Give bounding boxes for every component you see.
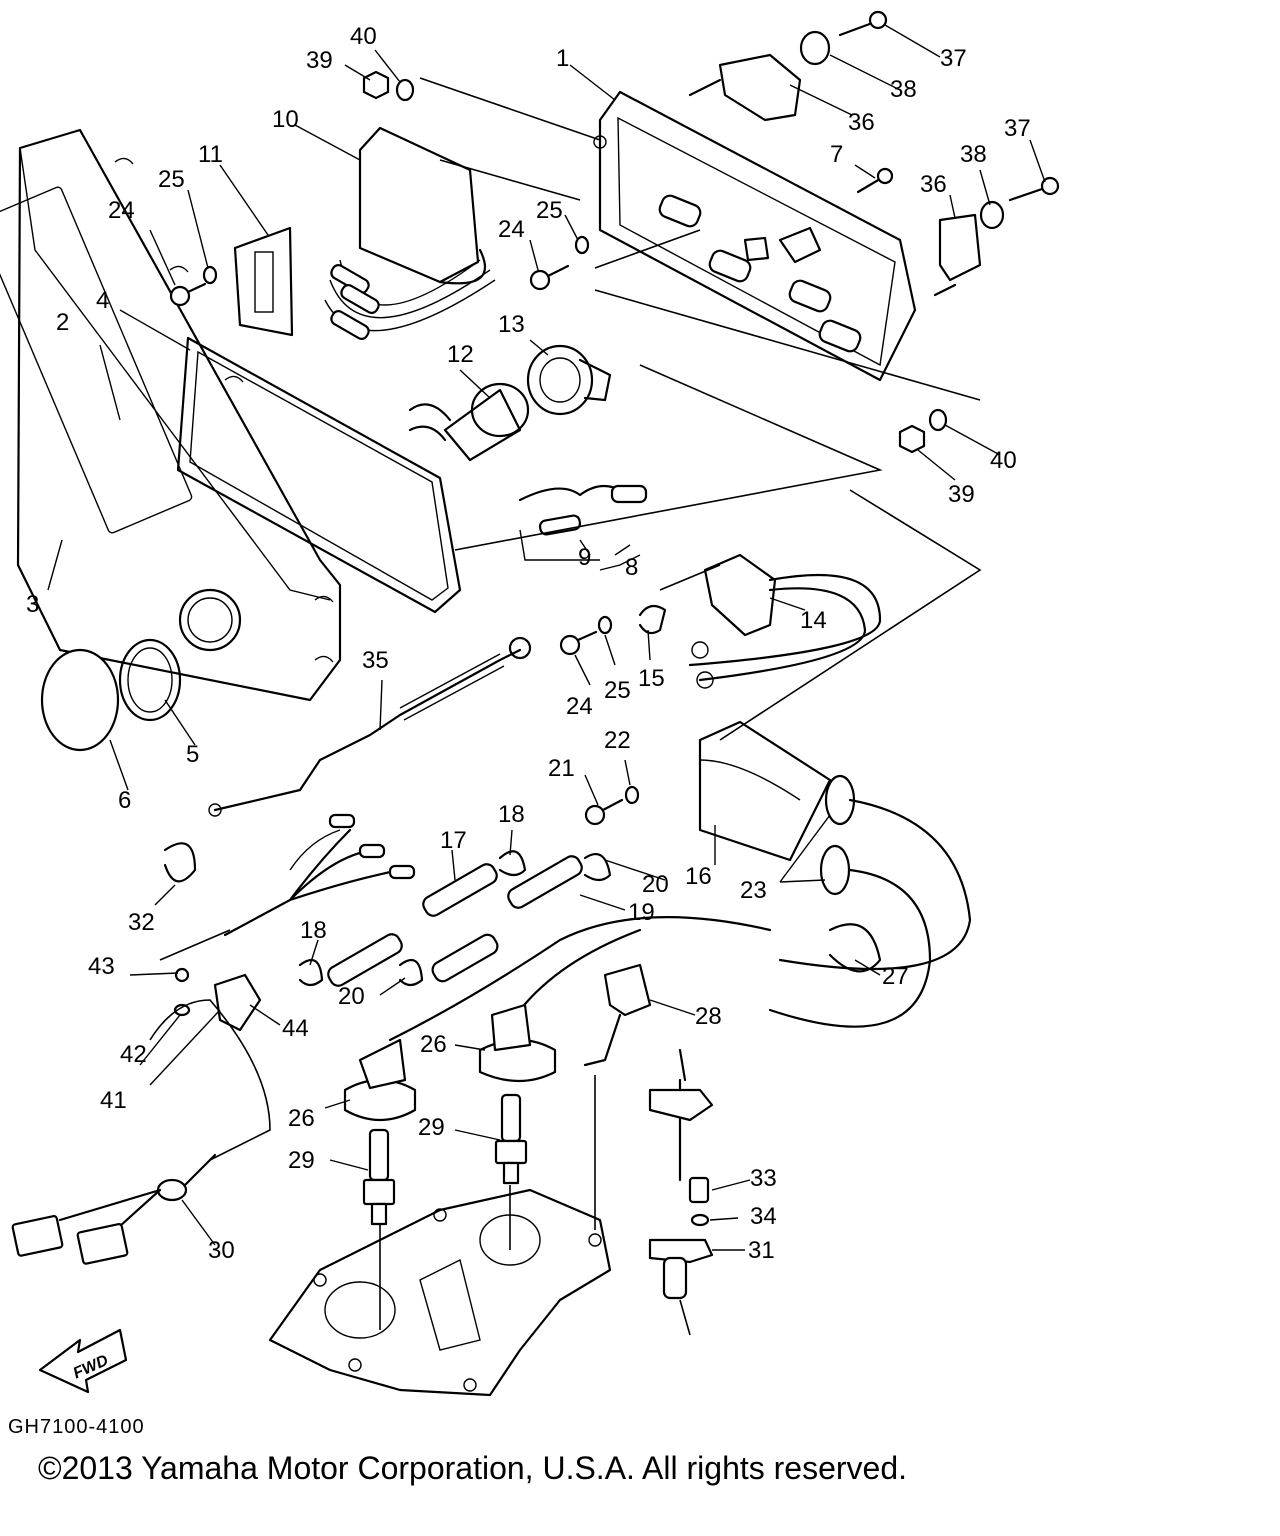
callout-24c: 24	[566, 693, 593, 720]
callout-40b: 40	[990, 447, 1017, 474]
callout-5: 5	[186, 741, 199, 768]
callout-39a: 39	[306, 47, 333, 74]
cover-gasket	[176, 336, 462, 614]
reference-lines	[149, 77, 982, 1336]
callout-38b: 38	[960, 141, 987, 168]
spark-plugs	[362, 1093, 528, 1226]
callout-40a: 40	[350, 23, 377, 50]
sensor-assembly	[648, 1048, 714, 1300]
callout-31: 31	[748, 1237, 775, 1264]
callout-numbers: 1 2 3 4 5 6 7 8 9 10 11 12 13 14 15 16 1…	[26, 23, 1031, 1264]
callout-14: 14	[800, 607, 827, 634]
callout-18b: 18	[300, 917, 327, 944]
callout-11: 11	[198, 141, 223, 168]
electrical-box-cover	[0, 128, 342, 702]
callout-17: 17	[440, 827, 467, 854]
callout-8: 8	[625, 554, 638, 581]
callout-21: 21	[548, 755, 575, 782]
plug-caps	[343, 916, 772, 1121]
callout-41: 41	[100, 1087, 127, 1114]
relay-12	[408, 382, 530, 462]
callout-1: 1	[556, 45, 569, 72]
callout-16: 16	[685, 863, 712, 890]
callout-6: 6	[118, 787, 131, 814]
callout-leaders	[47, 24, 1046, 1251]
relay-13	[526, 344, 612, 416]
rectifier-regulator	[324, 126, 496, 340]
fuse-holder	[518, 484, 648, 561]
callout-38a: 38	[890, 76, 917, 103]
callout-32: 32	[128, 909, 155, 936]
callout-25a: 25	[158, 166, 185, 193]
callout-22: 22	[604, 727, 631, 754]
callout-24b: 24	[498, 216, 525, 243]
callout-33: 33	[750, 1165, 777, 1192]
callout-2: 2	[56, 309, 69, 336]
callout-35: 35	[362, 647, 389, 674]
callout-42: 42	[120, 1041, 147, 1068]
engine-head	[268, 1188, 612, 1397]
callout-10: 10	[272, 106, 299, 133]
callout-25c: 25	[604, 677, 631, 704]
callout-29a: 29	[288, 1147, 315, 1174]
cap-and-oring	[40, 638, 182, 752]
ignition-coil	[698, 720, 972, 1028]
bracket-28	[583, 963, 652, 1067]
callout-28: 28	[695, 1003, 722, 1030]
forward-arrow-icon: FWD	[38, 1328, 128, 1394]
callout-25b: 25	[536, 197, 563, 224]
callout-43: 43	[88, 953, 115, 980]
callout-7: 7	[830, 141, 843, 168]
callout-37b: 37	[1004, 115, 1031, 142]
callout-20b: 20	[338, 983, 365, 1010]
callout-15: 15	[638, 665, 665, 692]
hoses-and-clamps	[163, 842, 882, 987]
callout-34: 34	[750, 1203, 777, 1230]
wire-harness-left	[223, 813, 416, 937]
callout-26a: 26	[420, 1031, 447, 1058]
callout-20: 20	[642, 871, 669, 898]
callout-37a: 37	[940, 45, 967, 72]
callout-9: 9	[578, 544, 591, 571]
sensor-lead	[11, 1153, 217, 1265]
callout-29b: 29	[418, 1114, 445, 1141]
callout-30: 30	[208, 1237, 235, 1264]
callout-36b: 36	[920, 171, 947, 198]
callout-23: 23	[740, 877, 767, 904]
callout-36a: 36	[848, 109, 875, 136]
electrical-box-base	[593, 90, 917, 382]
callout-4: 4	[96, 287, 109, 314]
clamp-15	[638, 604, 667, 635]
bracket-plate	[233, 226, 294, 337]
cable	[208, 636, 532, 817]
callout-18: 18	[498, 801, 525, 828]
callout-39b: 39	[948, 481, 975, 508]
callout-19: 19	[628, 899, 655, 926]
drawing-code: GH7100-4100	[8, 1416, 145, 1438]
callout-3: 3	[26, 591, 39, 618]
ignition-module	[688, 553, 882, 689]
copyright-notice: ©2013 Yamaha Motor Corporation, U.S.A. A…	[38, 1450, 908, 1486]
callout-24a: 24	[108, 197, 135, 224]
callout-26b: 26	[288, 1105, 315, 1132]
callout-12: 12	[447, 341, 474, 368]
callout-44: 44	[282, 1015, 309, 1042]
hardware	[169, 10, 1060, 1032]
callout-13: 13	[498, 311, 525, 338]
callout-27: 27	[882, 963, 909, 990]
